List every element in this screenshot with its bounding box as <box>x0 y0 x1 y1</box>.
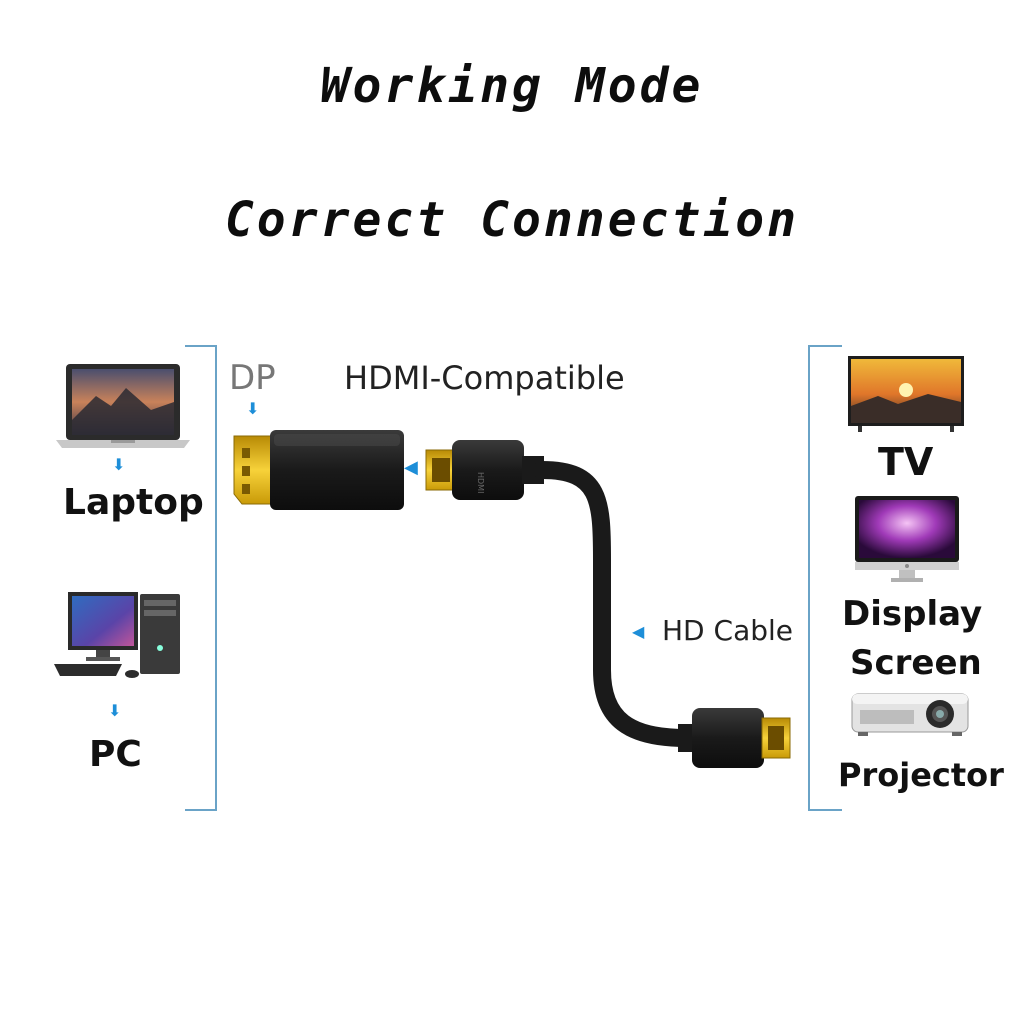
projector-label: Projector <box>838 756 1004 794</box>
source-bracket <box>183 345 217 811</box>
pc-icon <box>54 592 180 678</box>
adapter-body <box>270 430 404 510</box>
tv-icon <box>848 356 964 432</box>
laptop-icon <box>56 364 190 448</box>
hdmi-compatible-label: HDMI-Compatible <box>344 359 625 397</box>
title-correct-connection: Correct Connection <box>224 192 800 248</box>
hd-cable <box>533 461 695 747</box>
pc-label: PC <box>89 734 142 775</box>
title-working-mode: Working Mode <box>320 58 704 114</box>
display-label: Display <box>842 594 983 634</box>
hdmi-plug-top: HDMI <box>425 440 544 500</box>
hd-cable-arrow-icon: ◀ <box>632 624 645 641</box>
hdmi-plug-bottom <box>678 708 791 768</box>
dp-plug <box>233 435 273 505</box>
insert-arrow-icon: ◀ <box>404 457 418 478</box>
hd-cable-label: HD Cable <box>662 614 794 647</box>
svg-text:HDMI: HDMI <box>476 472 485 493</box>
target-bracket <box>808 345 844 811</box>
dp-label: DP <box>229 358 276 398</box>
pc-down-arrow-icon: ⬇ <box>108 703 122 720</box>
projector-icon <box>851 693 969 736</box>
tv-label: TV <box>878 440 934 484</box>
screen-label: Screen <box>850 643 982 683</box>
dp-down-arrow-icon: ⬇ <box>246 401 260 418</box>
laptop-down-arrow-icon: ⬇ <box>112 457 126 474</box>
laptop-label: Laptop <box>63 482 204 523</box>
monitor-icon <box>855 496 959 582</box>
dp-to-hdmi-adapter-diagram: ◀ HDMI <box>233 430 791 768</box>
